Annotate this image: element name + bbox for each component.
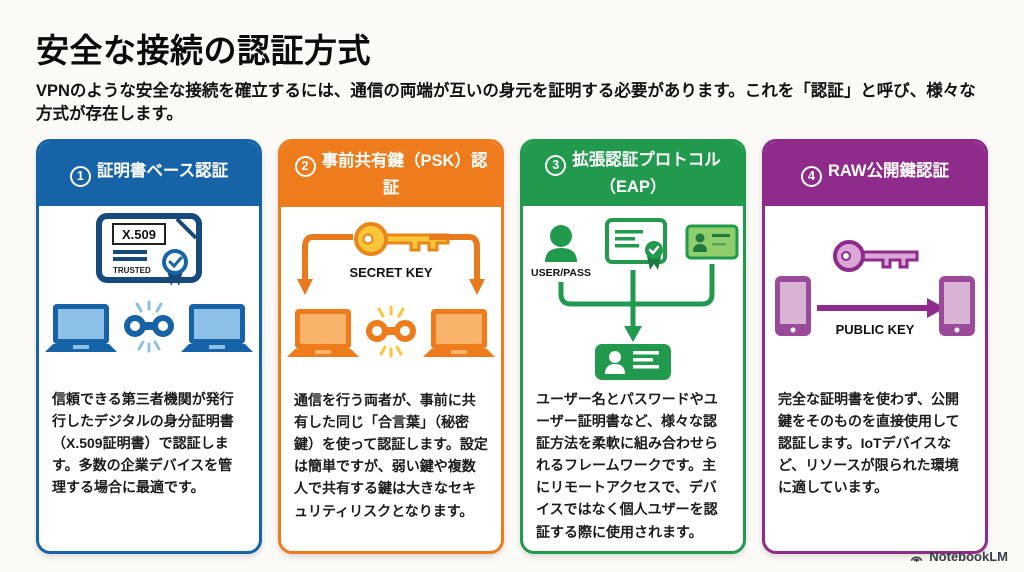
cert-trusted-label: TRUSTED xyxy=(113,266,151,275)
card-title: 証明書ベース認証 xyxy=(96,162,229,181)
linked-laptops-icon xyxy=(45,300,253,353)
card-rawkey-auth: 4 RAW公開鍵認証 PUBLIC KEY xyxy=(762,138,988,554)
card-number-badge: 2 xyxy=(294,155,316,177)
card-rawkey-description: 完全な証明書を使わず、公開鍵をそのものを直接使用して認証します。IoTデバイスな… xyxy=(778,390,960,496)
secret-key-label: SECRET KEY xyxy=(349,265,432,280)
card-psk-description: 通信を行う両者が、事前に共有した同じ「合言葉」（秘密鍵）を使って認証します。設定… xyxy=(294,392,488,519)
certificate-icon xyxy=(605,217,667,270)
key-icon xyxy=(354,222,450,257)
linked-laptops-icon xyxy=(287,305,495,358)
device-phone-icon xyxy=(775,275,811,336)
page-subtitle: VPNのような安全な接続を確立するには、通信の両端が互いの身元を証明する必要があ… xyxy=(36,82,976,124)
cards-row: 1 証明書ベース認証 X.509 TRUSTED xyxy=(36,138,988,554)
token-card-icon xyxy=(685,224,739,260)
notebooklm-brand: NotebookLM xyxy=(909,549,1008,564)
public-key-label: PUBLIC KEY xyxy=(836,322,915,337)
certificate-illustration: X.509 TRUSTED xyxy=(39,212,259,380)
eap-illustration: USER/PASS xyxy=(523,212,743,380)
public-key-devices-icon: PUBLIC KEY xyxy=(775,239,975,337)
card-number-badge: 3 xyxy=(545,155,567,177)
notebooklm-logo-icon xyxy=(910,556,923,562)
key-icon xyxy=(833,239,919,272)
card-number-badge: 4 xyxy=(801,166,822,188)
x509-certificate-laptops-icon: X.509 TRUSTED xyxy=(45,212,253,353)
card-rawkey-header: 4 RAW公開鍵認証 xyxy=(765,141,985,206)
user-pass-label: USER/PASS xyxy=(531,267,591,279)
id-badge-icon xyxy=(595,343,671,380)
secret-key-laptops-icon: SECRET KEY xyxy=(287,222,495,358)
card-title: 事前共有鍵（PSK）認証 xyxy=(321,151,488,197)
device-phone-icon xyxy=(939,275,975,336)
card-certificate-auth: 1 証明書ベース認証 X.509 TRUSTED xyxy=(36,138,262,554)
infographic: 安全な接続の認証方式 VPNのような安全な接続を確立するには、通信の両端が互いの… xyxy=(36,32,988,554)
rawkey-illustration: PUBLIC KEY xyxy=(765,212,985,380)
psk-illustration: SECRET KEY xyxy=(281,213,501,381)
brand-label: NotebookLM xyxy=(929,549,1008,564)
eap-methods-icon: USER/PASS xyxy=(531,217,739,380)
user-icon xyxy=(545,224,577,262)
card-title: RAW公開鍵認証 xyxy=(828,162,949,181)
card-certificate-header: 1 証明書ベース認証 xyxy=(39,141,259,206)
card-title: 拡張認証プロトコル（EAP） xyxy=(572,151,721,197)
cert-title-label: X.509 xyxy=(122,227,156,242)
page-title: 安全な接続の認証方式 xyxy=(36,32,371,69)
card-eap-description: ユーザー名とパスワードやユーザー証明書など、様々な認証方法を柔軟に組み合わせられ… xyxy=(536,390,718,540)
card-certificate-description: 信頼できる第三者機関が発行行したデジタルの身分証明書（X.509証明書）で認証し… xyxy=(52,390,234,496)
card-number-badge: 1 xyxy=(69,166,91,188)
